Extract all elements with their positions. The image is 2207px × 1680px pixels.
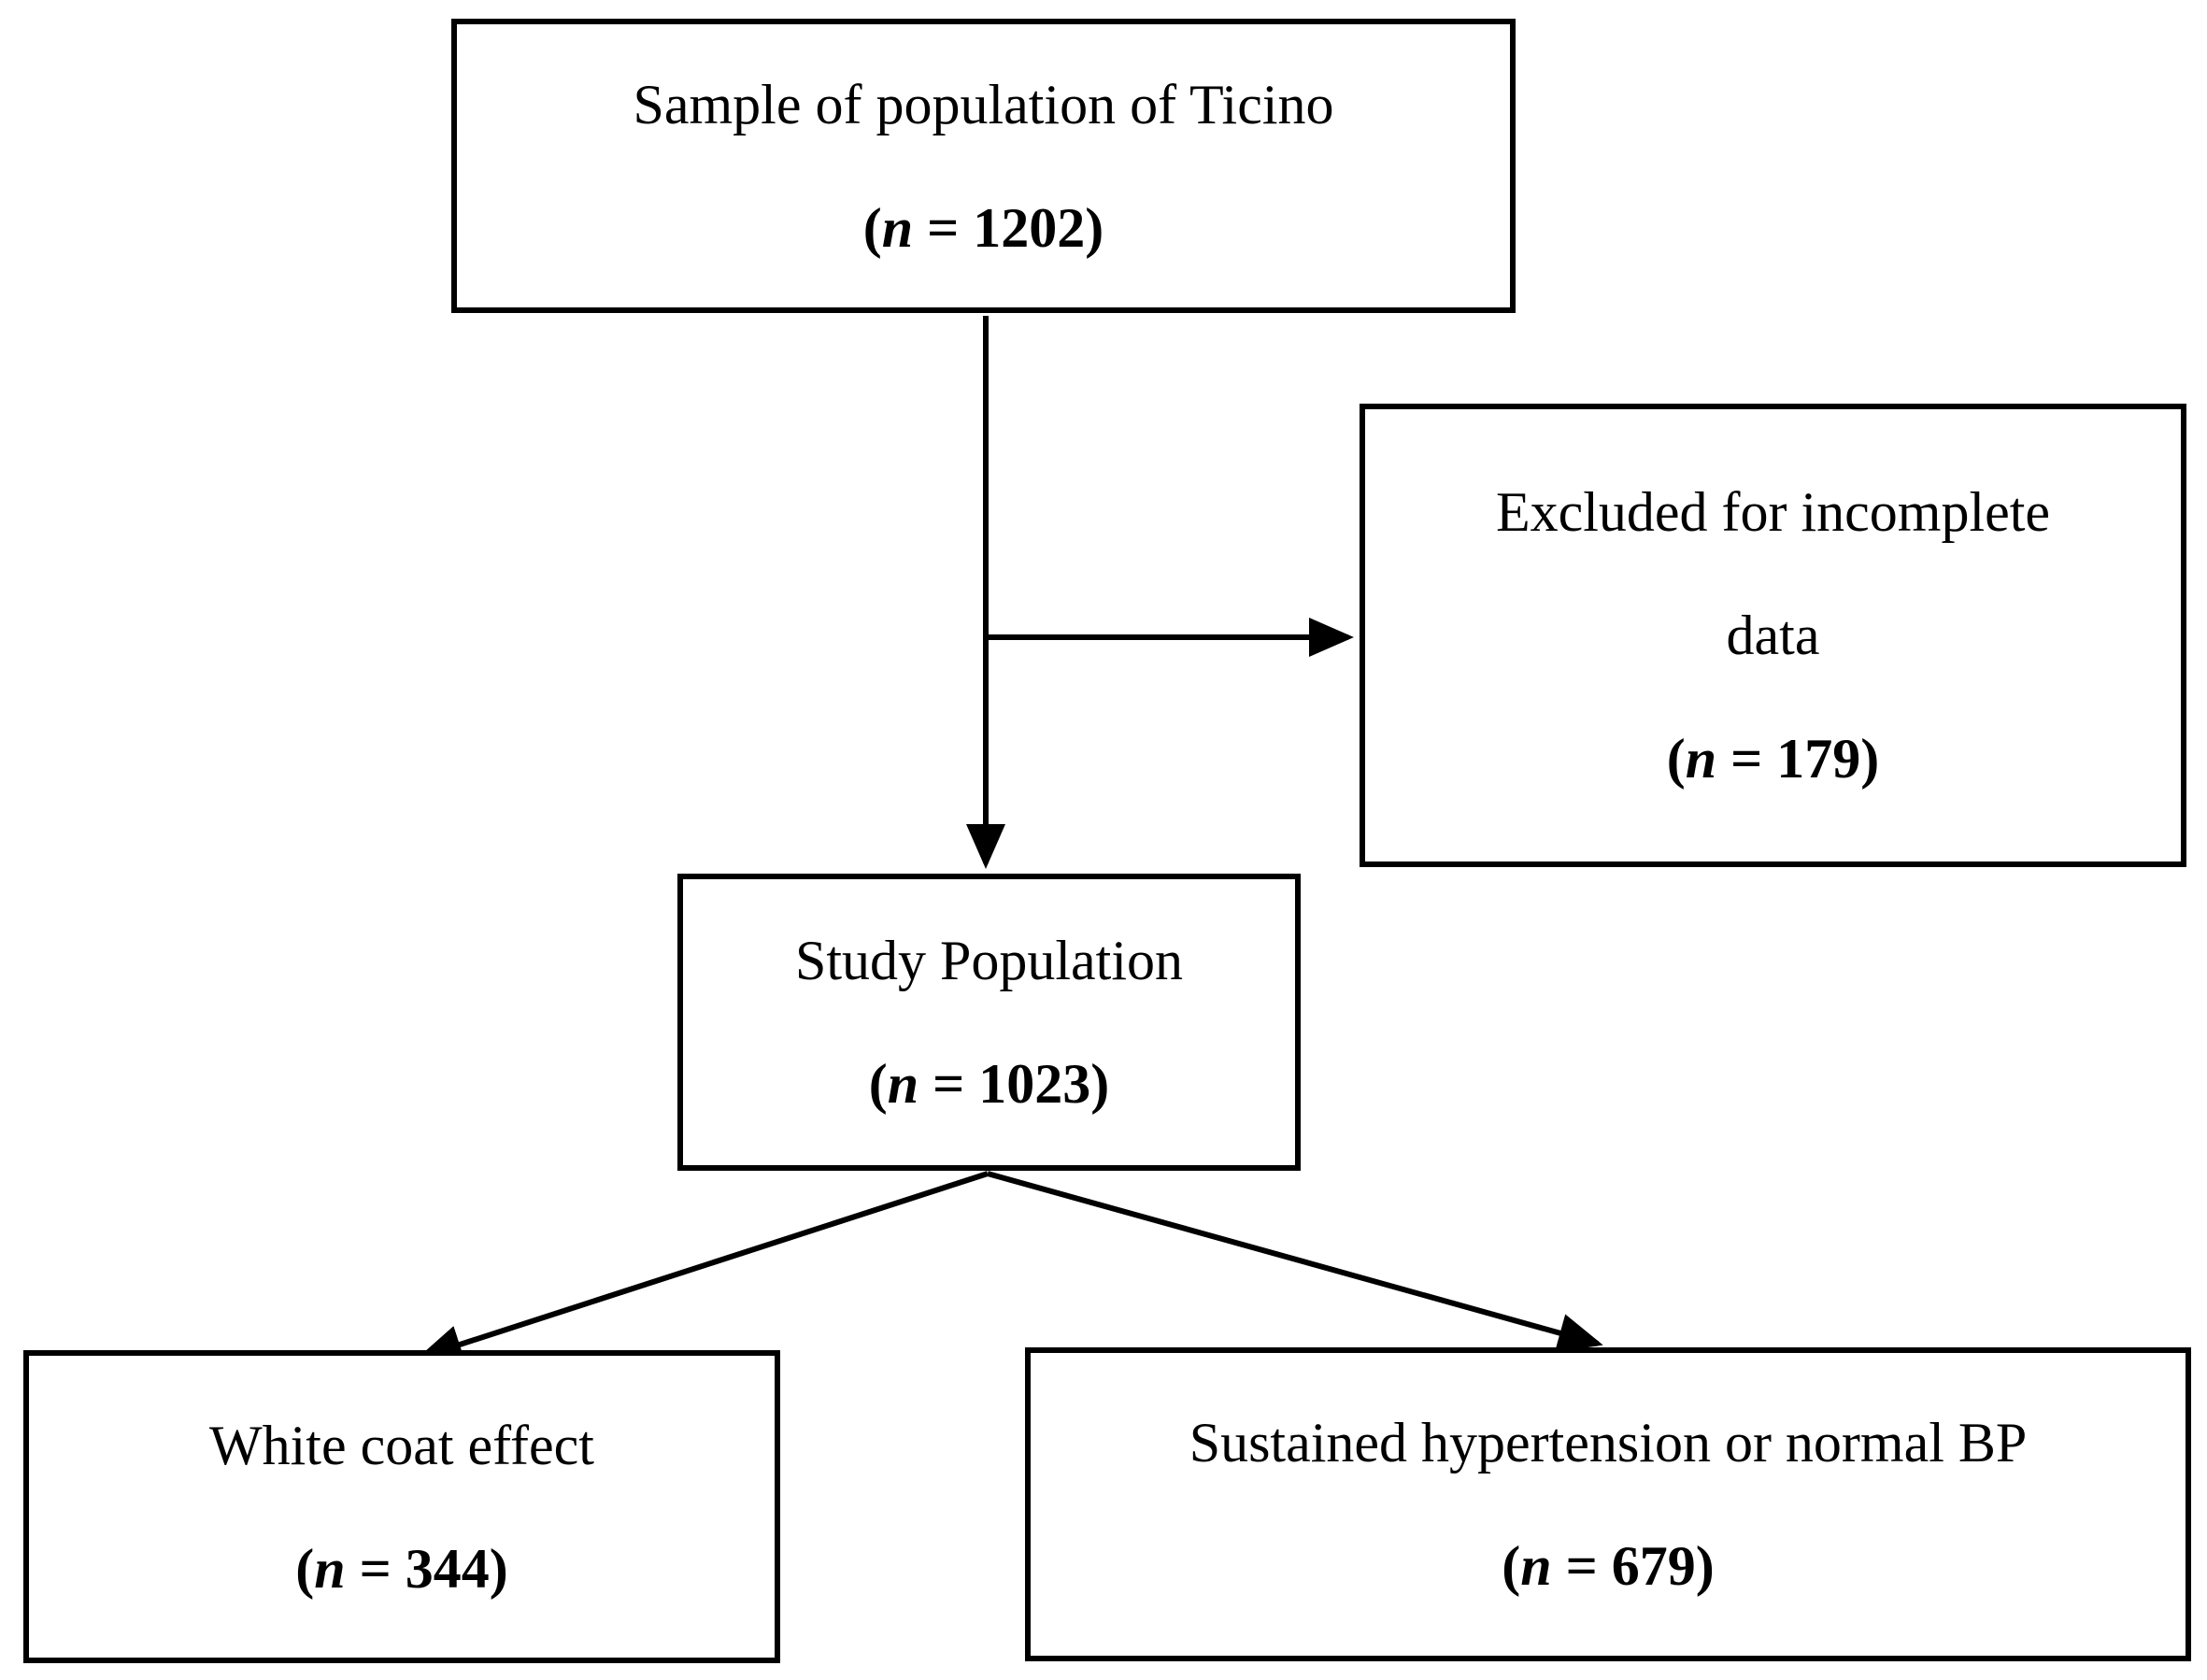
- node-count: (n = 179): [1667, 697, 1880, 820]
- count-close-paren: ): [489, 1537, 508, 1600]
- connector-study-to-sustained: [987, 1171, 1603, 1352]
- count-close-paren: ): [1090, 1053, 1110, 1115]
- node-title-line2: data: [1726, 605, 1820, 666]
- count-value: 179: [1776, 728, 1861, 790]
- node-study-population: Study Population (n = 1023): [677, 874, 1301, 1171]
- count-equals: =: [345, 1537, 406, 1600]
- count-n-symbol: n: [1685, 728, 1717, 790]
- node-title: Sustained hypertension or normal BP: [1189, 1412, 2028, 1474]
- node-count: (n = 1023): [869, 1022, 1110, 1146]
- count-value: 344: [405, 1537, 490, 1600]
- count-close-paren: ): [1860, 728, 1880, 790]
- count-n-symbol: n: [314, 1537, 346, 1600]
- node-count: (n = 1202): [863, 166, 1104, 290]
- node-sample-population: Sample of population of Ticino (n = 1202…: [451, 19, 1516, 313]
- node-white-coat-effect: White coat effect (n = 344): [23, 1350, 780, 1663]
- count-close-paren: ): [1085, 196, 1104, 259]
- count-open-paren: (: [295, 1537, 315, 1600]
- count-open-paren: (: [862, 196, 882, 259]
- node-count: (n = 679): [1502, 1504, 1715, 1628]
- count-open-paren: (: [868, 1053, 888, 1115]
- count-close-paren: ): [1695, 1535, 1715, 1597]
- node-title: White coat effect: [209, 1414, 594, 1476]
- connector-study-to-white-coat: [417, 1171, 989, 1364]
- count-value: 679: [1611, 1535, 1696, 1597]
- count-open-paren: (: [1502, 1535, 1521, 1597]
- node-count: (n = 344): [295, 1507, 508, 1630]
- count-equals: =: [1551, 1535, 1612, 1597]
- node-title: Study Population: [794, 930, 1184, 991]
- node-title: Sample of population of Ticino: [633, 73, 1334, 135]
- node-title: Excluded for incomplete: [1495, 481, 2051, 543]
- node-sustained-hypertension: Sustained hypertension or normal BP (n =…: [1025, 1347, 2191, 1661]
- count-equals: =: [918, 1053, 979, 1115]
- count-n-symbol: n: [1520, 1535, 1552, 1597]
- count-open-paren: (: [1666, 728, 1686, 790]
- node-excluded: Excluded for incomplete data (n = 179): [1360, 404, 2186, 867]
- count-value: 1202: [973, 196, 1086, 259]
- count-equals: =: [1716, 728, 1777, 790]
- count-n-symbol: n: [881, 196, 914, 259]
- count-value: 1023: [978, 1053, 1091, 1115]
- count-n-symbol: n: [887, 1053, 919, 1115]
- count-equals: =: [913, 196, 974, 259]
